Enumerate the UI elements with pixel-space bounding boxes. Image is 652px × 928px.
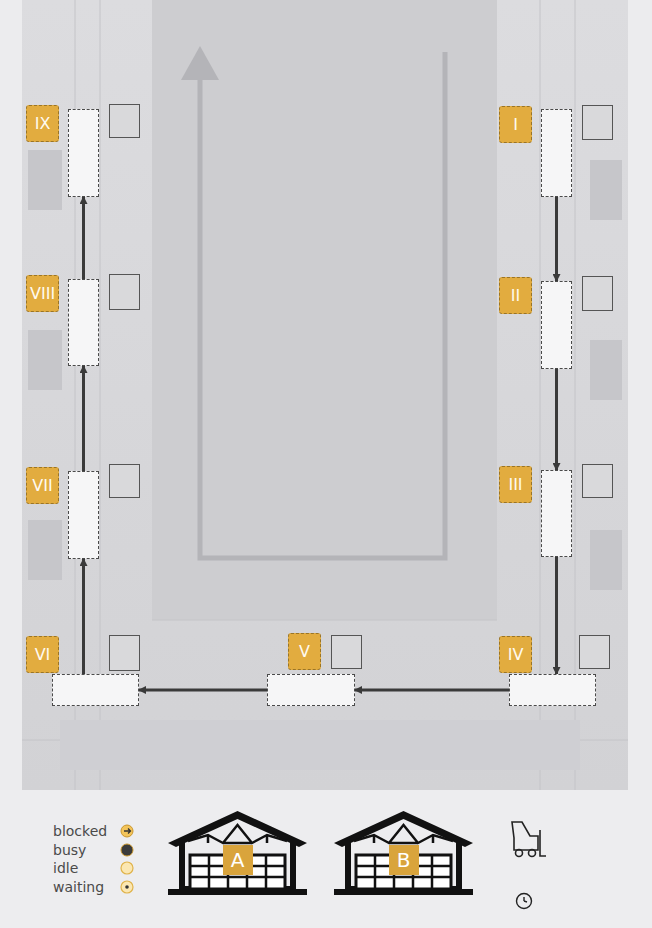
flow-arrow xyxy=(555,369,558,470)
station-number: IX xyxy=(26,105,59,142)
hangar: A xyxy=(168,811,307,895)
machine-blocks xyxy=(28,150,622,770)
flow-arrow xyxy=(82,197,85,279)
station-slot: VII xyxy=(68,471,99,559)
station-number: VII xyxy=(26,467,59,504)
station-number: VIII xyxy=(26,275,59,312)
station-number: III xyxy=(499,466,532,503)
forklift-icon xyxy=(512,822,546,857)
flow-arrow xyxy=(355,689,509,692)
station-number: IV xyxy=(499,636,532,673)
hangar-letter: B xyxy=(389,845,419,875)
flow-arrow xyxy=(139,689,267,692)
station-slot: IX xyxy=(68,109,99,197)
station-slot: II xyxy=(541,281,572,369)
clock-icon xyxy=(517,894,532,909)
station-number: V xyxy=(288,633,321,670)
main-flow-arrowhead xyxy=(181,46,219,80)
center-area xyxy=(152,0,497,620)
flow-arrow xyxy=(555,197,558,281)
station-slot: VIII xyxy=(68,279,99,366)
station-number: II xyxy=(499,277,532,314)
station-slot: VI xyxy=(52,674,139,706)
legend-label: blocked xyxy=(53,823,107,839)
main-flow-arrow xyxy=(200,52,445,558)
station-number: I xyxy=(499,106,532,143)
bottom-panel xyxy=(0,790,652,928)
floor-area xyxy=(22,0,628,790)
flow-arrow xyxy=(82,559,85,674)
legend-icons xyxy=(121,825,133,893)
hangar-letter: A xyxy=(223,845,253,875)
legend-label: idle xyxy=(53,860,78,876)
station-slot: V xyxy=(267,674,355,706)
station-number: VI xyxy=(26,636,59,673)
flow-arrow xyxy=(555,557,558,674)
machinery-texture xyxy=(22,0,628,790)
flow-arrow xyxy=(82,366,85,471)
legend-label: busy xyxy=(53,842,86,858)
station-slot: I xyxy=(541,109,572,197)
hangar: B xyxy=(334,811,473,895)
buffer-squares xyxy=(110,105,613,671)
station-slot: IV xyxy=(509,674,596,706)
legend-label: waiting xyxy=(53,879,104,895)
station-slot: III xyxy=(541,470,572,557)
